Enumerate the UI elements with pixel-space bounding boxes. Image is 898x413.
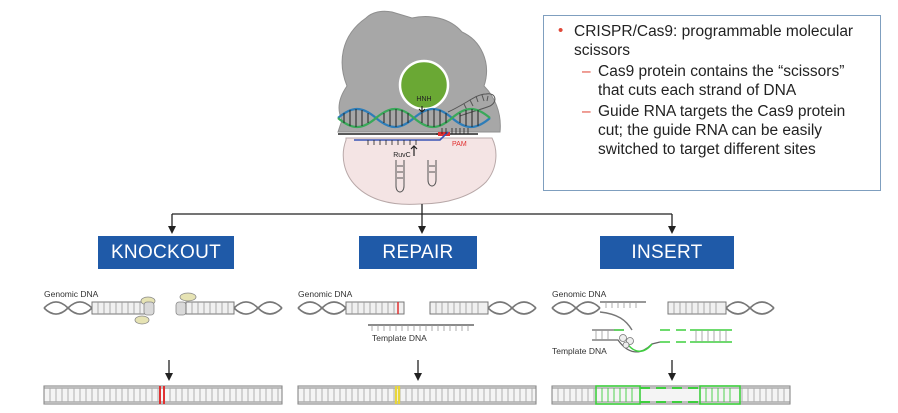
main-bullet-text: CRISPR/Cas9: programmable molecular scis… bbox=[574, 23, 854, 59]
cas9-nuclease-lobe bbox=[342, 137, 497, 205]
separated-strands bbox=[338, 128, 478, 145]
insert-label-box: INSERT bbox=[600, 236, 734, 269]
dash-bullet-icon: – bbox=[582, 63, 591, 80]
repair-template-label: Template DNA bbox=[372, 333, 427, 343]
sub-bullet-2: – Guide RNA targets the Cas9 protein cut… bbox=[558, 102, 870, 159]
sub-bullet-text: Guide RNA targets the Cas9 protein cut; … bbox=[598, 103, 846, 158]
dash-bullet-icon: – bbox=[582, 103, 591, 120]
main-bullet: • CRISPR/Cas9: programmable molecular sc… bbox=[558, 22, 870, 60]
knockout-result-dna bbox=[43, 385, 283, 405]
knockout-label-box: KNOCKOUT bbox=[98, 236, 234, 269]
pam-label: PAM bbox=[452, 141, 467, 148]
knockout-genomic-dna bbox=[43, 292, 283, 325]
bullet-dot-icon: • bbox=[558, 22, 564, 39]
insert-genomic-label: Genomic DNA bbox=[552, 289, 607, 299]
insert-result-dna bbox=[551, 385, 791, 405]
repair-genomic-dna bbox=[297, 301, 537, 331]
info-box: • CRISPR/Cas9: programmable molecular sc… bbox=[543, 15, 881, 191]
repair-label-box: REPAIR bbox=[359, 236, 477, 269]
knockout-genomic-label: Genomic DNA bbox=[44, 289, 99, 299]
guide-rna-hairpins bbox=[395, 93, 496, 193]
insert-label: INSERT bbox=[631, 242, 703, 263]
insert-genomic-dna bbox=[551, 301, 775, 353]
knockout-label: KNOCKOUT bbox=[110, 242, 222, 263]
hnh-label: HNH bbox=[416, 96, 431, 103]
ruvc-label: RuvC bbox=[393, 152, 411, 159]
connector-arrows bbox=[168, 204, 676, 234]
target-dna-helix bbox=[337, 107, 491, 129]
repair-genomic-label: Genomic DNA bbox=[298, 289, 353, 299]
repair-label: REPAIR bbox=[382, 242, 454, 263]
hnh-domain bbox=[398, 59, 450, 111]
insert-template-label: Template DNA bbox=[552, 346, 607, 356]
result-arrows bbox=[165, 360, 676, 381]
repair-result-dna bbox=[297, 385, 537, 405]
sub-bullet-1: – Cas9 protein contains the “scissors” t… bbox=[558, 62, 870, 100]
cas9-protein: HNH RuvC PAM bbox=[337, 10, 501, 205]
sub-bullet-text: Cas9 protein contains the “scissors” tha… bbox=[598, 63, 845, 99]
hnh-cut-arrow bbox=[418, 106, 426, 113]
ruvc-cut-arrow bbox=[410, 145, 418, 156]
